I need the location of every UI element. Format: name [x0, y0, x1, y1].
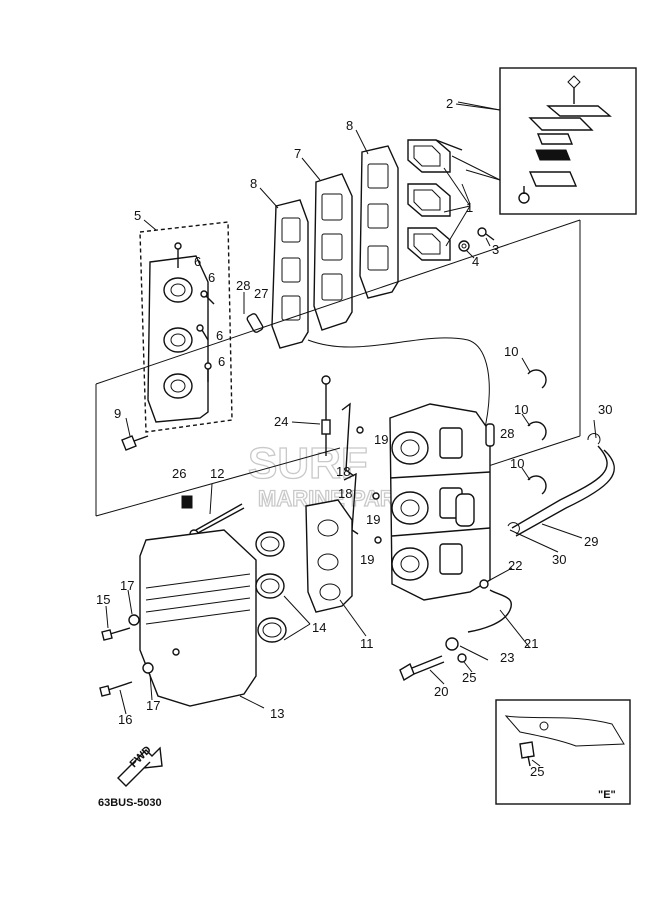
- label-9: 9: [114, 406, 121, 421]
- diagram-code: 63BUS-5030: [98, 797, 162, 809]
- label-18-b: 18: [338, 486, 352, 501]
- label-17-a: 17: [120, 578, 134, 593]
- label-19-a: 19: [374, 432, 388, 447]
- plug-28: [485, 423, 495, 447]
- screws-6: [174, 242, 215, 382]
- label-30-a: 30: [598, 402, 612, 417]
- silencer-cover-13: [139, 529, 257, 707]
- clip-30-top: [587, 433, 601, 445]
- group-boundary-bottom: [95, 447, 341, 517]
- leader-lines: [105, 101, 597, 767]
- label-28-a: 28: [236, 278, 250, 293]
- clips-10: [527, 369, 547, 495]
- detail-e-box: [495, 699, 631, 805]
- label-2: 2: [446, 96, 453, 111]
- label-30-b: 30: [552, 552, 566, 567]
- label-23: 23: [500, 650, 514, 665]
- label-26: 26: [172, 466, 186, 481]
- label-4: 4: [472, 254, 479, 269]
- label-19-b: 19: [366, 512, 380, 527]
- bolt-16: [99, 681, 133, 697]
- fitting-27: [246, 313, 264, 333]
- label-1: 1: [466, 200, 473, 215]
- label-8-rear: 8: [346, 118, 353, 133]
- bolt-15: [101, 627, 131, 641]
- label-6-a: 6: [194, 254, 201, 269]
- carburetor-assembly: [389, 403, 491, 601]
- label-24: 24: [274, 414, 288, 429]
- label-17-b: 17: [146, 698, 160, 713]
- label-13: 13: [270, 706, 284, 721]
- label-18-a: 18: [336, 464, 350, 479]
- clip-30-bottom: [507, 522, 520, 535]
- label-28-b: 28: [500, 426, 514, 441]
- fwd-arrow: FWD: [117, 744, 163, 787]
- part-labels: 2 8 7 8 1 5 3 4 6 6 6 6 28 27 10 10 10 9…: [96, 96, 612, 779]
- label-8-front: 8: [250, 176, 257, 191]
- washer-17-bottom: [142, 662, 154, 674]
- label-10-b: 10: [514, 402, 528, 417]
- washer-23: [445, 637, 459, 651]
- label-11: 11: [360, 636, 374, 651]
- label-15: 15: [96, 592, 110, 607]
- label-6-d: 6: [218, 354, 225, 369]
- label-10-c: 10: [510, 456, 524, 471]
- reed-valve-detail: [499, 67, 637, 215]
- plug-25: [457, 653, 467, 663]
- manifold-assembly: [139, 221, 233, 433]
- gasket-7: [313, 173, 353, 331]
- clip-26: [181, 495, 193, 509]
- label-12: 12: [210, 466, 224, 481]
- label-6-c: 6: [216, 328, 223, 343]
- clips-19: [356, 426, 382, 544]
- hose-29: [511, 445, 615, 537]
- label-21: 21: [524, 636, 538, 651]
- label-14: 14: [312, 620, 326, 635]
- label-25-a: 25: [462, 670, 476, 685]
- label-29: 29: [584, 534, 598, 549]
- label-16: 16: [118, 712, 132, 727]
- detail-e-label: "E": [598, 789, 616, 801]
- hose-curve: [307, 337, 490, 471]
- group-boundary-top: [95, 219, 581, 385]
- watermark-line1: SURF: [248, 439, 368, 488]
- label-19-c: 19: [360, 552, 374, 567]
- label-22: 22: [508, 558, 522, 573]
- washer-17-top: [128, 614, 140, 626]
- gasket-8-front: [271, 199, 309, 349]
- reed-valve-assembly: [407, 139, 463, 261]
- bolt-9: [121, 435, 149, 451]
- gasket-11: [305, 499, 353, 613]
- screw-3: [477, 227, 495, 241]
- label-3: 3: [492, 242, 499, 257]
- gaskets-14: [255, 531, 287, 643]
- bolt-20: [399, 655, 445, 682]
- label-6-b: 6: [208, 270, 215, 285]
- label-7: 7: [294, 146, 301, 161]
- wire-21: [467, 589, 512, 633]
- label-27: 27: [254, 286, 268, 301]
- rods-18: [341, 402, 359, 535]
- link-rod-24: [321, 375, 331, 456]
- label-20: 20: [434, 684, 448, 699]
- gasket-8-rear: [359, 145, 399, 299]
- label-5: 5: [134, 208, 141, 223]
- screw-22: [479, 579, 489, 589]
- washer-4: [458, 240, 470, 252]
- label-25-b: 25: [530, 764, 544, 779]
- label-10-a: 10: [504, 344, 518, 359]
